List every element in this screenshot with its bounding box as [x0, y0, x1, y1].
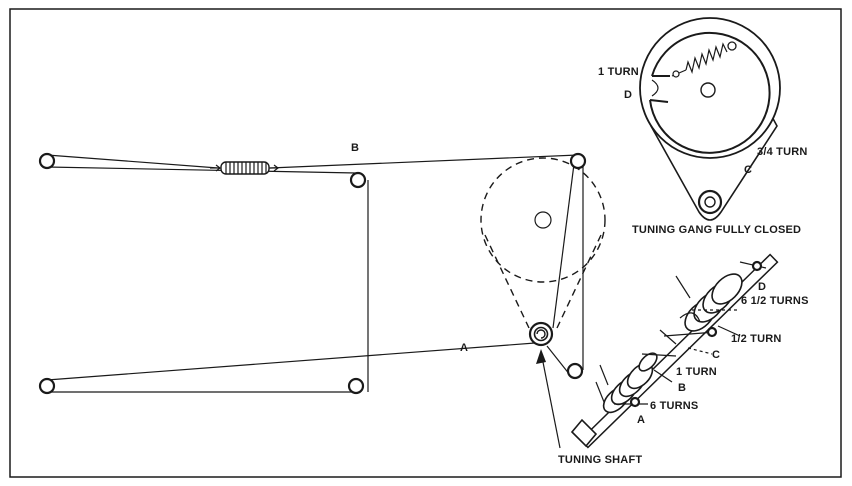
tension-spring	[210, 161, 279, 175]
tuning-shaft-end	[528, 321, 554, 347]
tuning-shaft-label: TUNING SHAFT	[558, 454, 642, 466]
six-turns-label: 6 TURNS	[650, 400, 698, 412]
pulley-left-top	[38, 152, 56, 170]
one-turn-drum-label: 1 TURN	[598, 66, 639, 78]
six-half-turns-label: 6 1/2 TURNS	[741, 295, 809, 307]
drum-spring	[671, 41, 737, 78]
cord-b-label: B	[351, 142, 359, 154]
cord-c-detail-label: C	[712, 349, 720, 361]
dial-cord	[46, 154, 584, 393]
one-turn-label: 1 TURN	[676, 366, 717, 378]
cord-a-detail-label: A	[637, 414, 645, 426]
tuning-gang-label: TUNING GANG FULLY CLOSED	[632, 224, 801, 236]
pulley-inner-bottom	[347, 377, 365, 395]
frame-border	[9, 8, 842, 478]
tuning-shaft-arrow	[536, 349, 561, 449]
cord-layout: B A TUNING SHAFT	[38, 142, 642, 466]
cord-b-detail-label: B	[678, 382, 686, 394]
half-turn-label: 1/2 TURN	[731, 333, 782, 345]
cord-a-label: A	[460, 342, 468, 354]
guide-pins	[595, 260, 767, 408]
pulley-right-bottom	[566, 362, 584, 380]
dial-drum-outline	[480, 157, 606, 329]
pulley-inner-top	[349, 171, 367, 189]
three-quarter-turn-label: 3/4 TURN	[757, 146, 808, 158]
shaft-winding-detail: D 6 1/2 TURNS 1/2 TURN C 1 TURN B 6 TURN…	[570, 253, 809, 449]
tuning-gang-drum: 1 TURN D 3/4 TURN C TUNING GANG FULLY CL…	[598, 17, 808, 236]
pulley-right-top	[569, 152, 587, 170]
pulley-left-bottom	[38, 377, 56, 395]
cord-d-label: D	[624, 89, 632, 101]
coil-six-half-turns	[684, 273, 743, 332]
cord-d-detail-label: D	[758, 281, 766, 293]
cord-c-label: C	[744, 164, 752, 176]
